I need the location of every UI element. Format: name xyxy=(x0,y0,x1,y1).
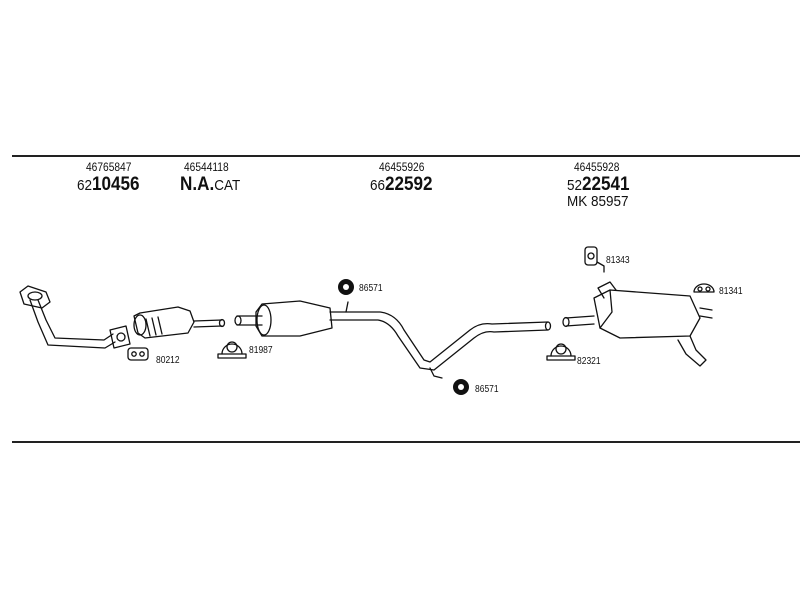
ref-bracket: 81343 xyxy=(606,255,630,266)
code-4-extra-code: 85957 xyxy=(591,193,629,210)
code-4: 5222541 xyxy=(567,174,630,196)
code-2: N.A.CAT xyxy=(180,174,240,196)
code-4-prefix: 52 xyxy=(567,177,583,194)
code-2-main: N.A. xyxy=(180,174,215,195)
code-1-main: 10456 xyxy=(92,174,140,195)
ref-hanger-top: 86571 xyxy=(359,283,383,294)
catalytic-converter xyxy=(133,306,226,339)
hanger-top xyxy=(338,279,354,295)
code-4-main: 22541 xyxy=(582,174,630,195)
code-3-main: 22592 xyxy=(385,174,433,195)
rear-silencer xyxy=(562,281,713,367)
gasket xyxy=(127,347,149,361)
ref-clamp-front: 81987 xyxy=(249,345,273,356)
code-1: 6210456 xyxy=(77,174,140,196)
hanger-bottom xyxy=(453,379,469,395)
ref-clamp-rear: 82321 xyxy=(577,356,601,367)
code-3-prefix: 66 xyxy=(370,177,386,194)
code-1-prefix: 62 xyxy=(77,177,93,194)
front-pipe xyxy=(19,285,131,349)
bottom-rule xyxy=(12,441,800,443)
middle-silencer xyxy=(234,300,552,379)
part-number-1: 46765847 xyxy=(86,160,132,174)
top-rule xyxy=(12,155,800,157)
code-4-extra: MK 85957 xyxy=(567,193,629,210)
rear-clamp xyxy=(546,343,576,361)
ref-gasket: 80212 xyxy=(156,355,180,366)
ref-hanger-bottom: 86571 xyxy=(475,384,499,395)
front-clamp xyxy=(217,341,247,359)
bracket xyxy=(584,246,605,273)
code-4-extra-prefix: MK xyxy=(567,193,588,210)
code-3: 6622592 xyxy=(370,174,433,196)
ref-rubber-mount: 81341 xyxy=(719,286,743,297)
part-number-4: 46455928 xyxy=(574,160,620,174)
code-2-suffix: CAT xyxy=(214,177,241,194)
part-number-2: 46544118 xyxy=(184,160,229,174)
part-number-3: 46455926 xyxy=(379,160,425,174)
rubber-mount xyxy=(693,283,715,293)
